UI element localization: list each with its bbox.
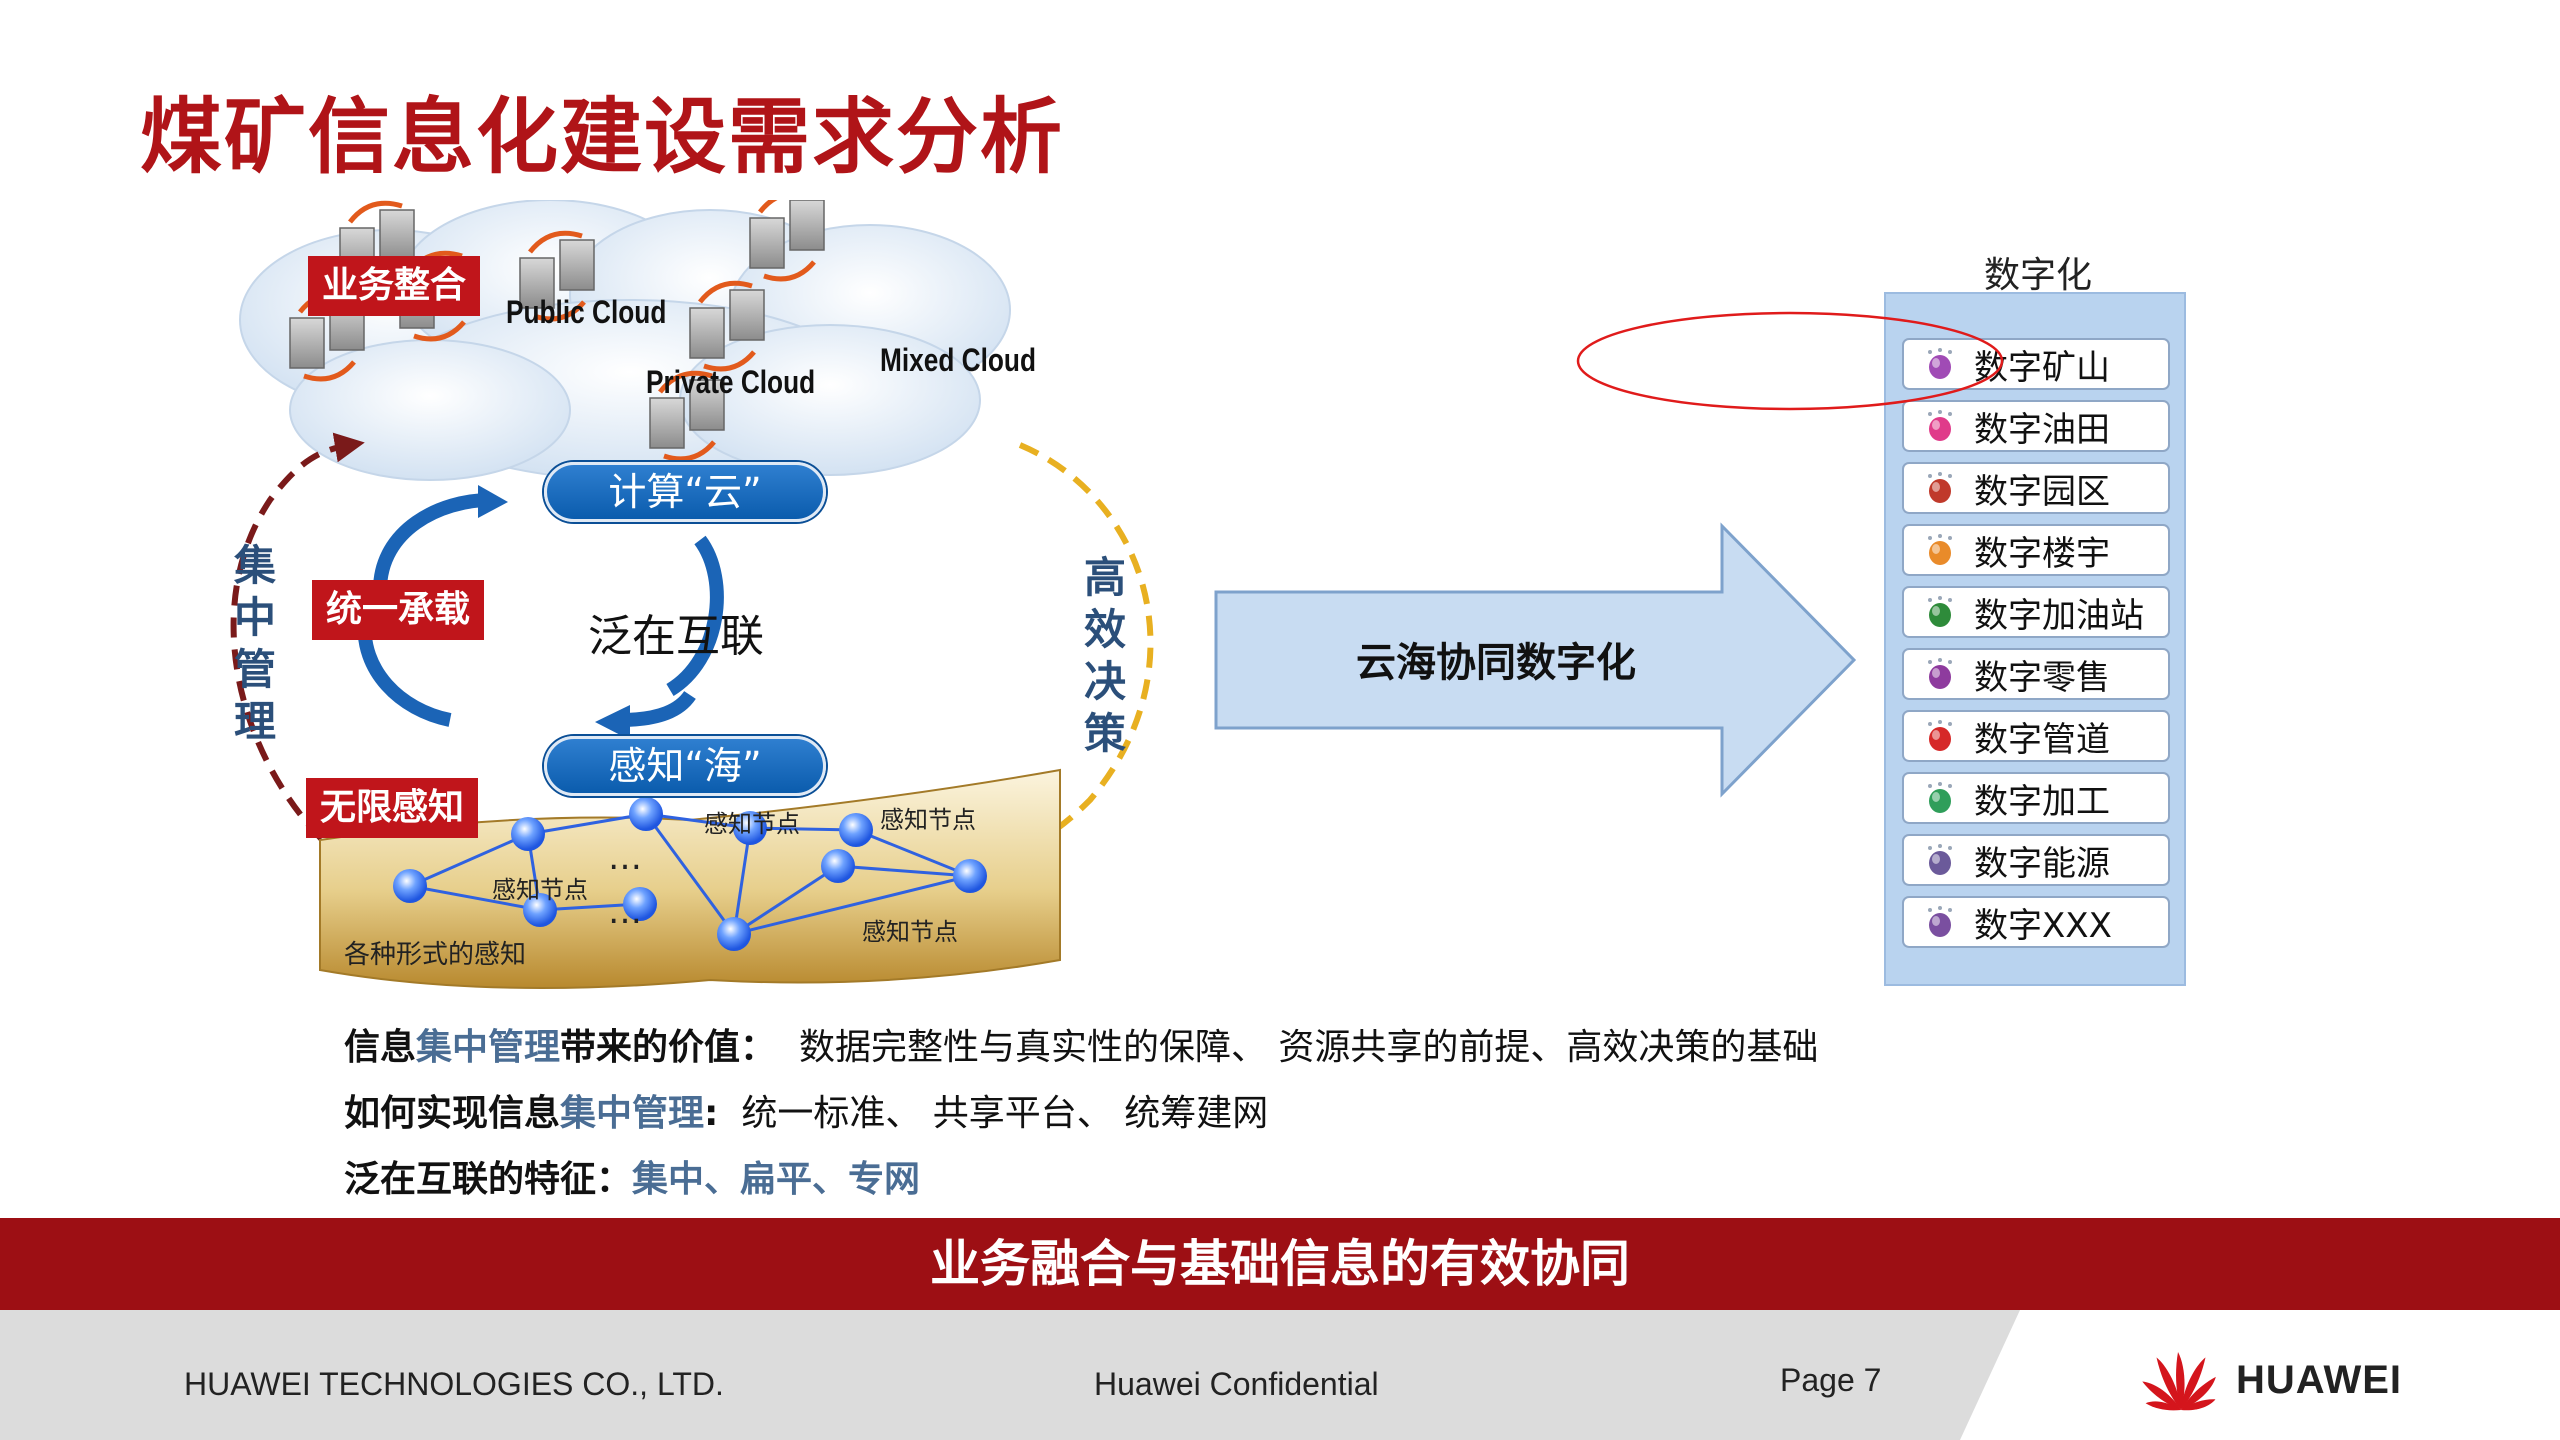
sensing-node-label: 感知节点 bbox=[880, 806, 976, 834]
huawei-flower-icon bbox=[2142, 1352, 2216, 1411]
digital-list-label: 数字能源 bbox=[1974, 843, 2110, 884]
digital-list-item[interactable]: 数字油田 bbox=[1902, 400, 2170, 452]
tag-business-integration: 业务整合 bbox=[308, 256, 481, 316]
collaboration-arrow: 云海协同数字化 bbox=[1210, 520, 1860, 800]
network-link bbox=[527, 812, 647, 836]
industry-icon bbox=[1924, 472, 1956, 504]
network-link bbox=[732, 827, 752, 935]
centralized-management-label: 集中管理 bbox=[233, 541, 276, 746]
tag-unified-bearing: 统一承载 bbox=[312, 580, 485, 640]
sensing-node bbox=[953, 859, 987, 893]
page-title: 煤矿信息化建设需求分析 bbox=[140, 90, 1065, 185]
diagram-graphics bbox=[230, 200, 1154, 989]
cloud-network-diagram: 业务整合 统一承载 无限感知 Public Cloud Private Clou… bbox=[190, 200, 1230, 1000]
digital-list-label: 数字零售 bbox=[1974, 657, 2110, 698]
digital-list-item[interactable]: 数字加工 bbox=[1902, 772, 2170, 824]
footer-confidential: Huawei Confidential bbox=[1094, 1366, 1379, 1402]
server-icon bbox=[649, 370, 725, 462]
sensing-node-label: 感知节点 bbox=[704, 810, 800, 838]
digital-list-item[interactable]: 数字XXX bbox=[1902, 896, 2170, 948]
sensing-node bbox=[821, 849, 855, 883]
network-link bbox=[733, 874, 971, 936]
industry-icon bbox=[1924, 844, 1956, 876]
network-link bbox=[837, 864, 971, 878]
sensing-node-label: 感知节点 bbox=[492, 876, 588, 904]
ground-label: 各种形式的感知 bbox=[344, 940, 527, 970]
footer-page: Page 7 bbox=[1780, 1362, 1882, 1398]
digital-list-item[interactable]: 数字楼宇 bbox=[1902, 524, 2170, 576]
industry-icon bbox=[1924, 906, 1956, 938]
sensing-node bbox=[733, 811, 767, 845]
network-link bbox=[749, 826, 857, 832]
digital-list-label: 数字加工 bbox=[1974, 781, 2110, 822]
digital-list-item[interactable]: 数字管道 bbox=[1902, 710, 2170, 762]
digital-list-item[interactable]: 数字矿山 bbox=[1902, 338, 2170, 390]
industry-icon bbox=[1924, 348, 1956, 380]
digital-list-item[interactable]: 数字零售 bbox=[1902, 648, 2170, 700]
network-link bbox=[645, 812, 751, 830]
server-icon bbox=[689, 280, 765, 372]
ubiquitous-interconnect-label: 泛在互联 bbox=[588, 611, 764, 662]
digital-list-label: 数字楼宇 bbox=[1974, 533, 2110, 574]
left-dashed-arrow bbox=[230, 432, 372, 883]
info-line-value: 信息集中管理带来的价值： 数据完整性与真实性的保障、 资源共享的前提、高效决策的… bbox=[344, 1027, 1819, 1068]
digital-list-item[interactable]: 数字能源 bbox=[1902, 834, 2170, 886]
private-cloud-label: Private Cloud bbox=[646, 364, 816, 400]
digital-list-label: 数字加油站 bbox=[1974, 595, 2144, 636]
digital-list-label: 数字油田 bbox=[1974, 409, 2110, 450]
industry-icon bbox=[1924, 596, 1956, 628]
network-link bbox=[733, 864, 839, 936]
info-line-feature: 泛在互联的特征：集中、扁平、专网 bbox=[344, 1159, 921, 1200]
server-icon bbox=[519, 230, 595, 322]
digital-list-item[interactable]: 数字加油站 bbox=[1902, 586, 2170, 638]
public-cloud-label: Public Cloud bbox=[506, 294, 667, 330]
digital-list-item[interactable]: 数字园区 bbox=[1902, 462, 2170, 514]
banner-text: 业务融合与基础信息的有效协同 bbox=[930, 1235, 1630, 1293]
arrow-label: 云海协同数字化 bbox=[1356, 640, 1636, 686]
network-link bbox=[855, 828, 971, 878]
network-link bbox=[409, 884, 541, 912]
mixed-cloud-label: Mixed Cloud bbox=[880, 342, 1036, 378]
sensing-node bbox=[623, 887, 657, 921]
sensing-sea-pill: 感知“海” bbox=[544, 736, 826, 796]
ellipsis-label: … bbox=[608, 838, 642, 878]
industry-icon bbox=[1924, 658, 1956, 690]
digital-list-label: 数字矿山 bbox=[1974, 347, 2110, 388]
digital-heading: 数字化 bbox=[1984, 255, 2093, 296]
efficient-decision-label: 高效决策 bbox=[1083, 553, 1126, 758]
tag-unlimited-sensing: 无限感知 bbox=[306, 778, 479, 838]
huawei-logo: HUAWEI bbox=[2136, 1340, 2416, 1420]
digital-list-label: 数字管道 bbox=[1974, 719, 2110, 760]
industry-icon bbox=[1924, 410, 1956, 442]
sensing-node bbox=[523, 893, 557, 927]
sensing-node bbox=[717, 917, 751, 951]
sensing-node bbox=[511, 817, 545, 851]
digital-list-label: 数字园区 bbox=[1974, 471, 2110, 512]
server-icon bbox=[749, 200, 825, 282]
sensing-node bbox=[839, 813, 873, 847]
compute-cloud-pill: 计算“云” bbox=[544, 462, 826, 522]
footer: HUAWEI TECHNOLOGIES CO., LTD. Huawei Con… bbox=[0, 1310, 2560, 1440]
info-line-how: 如何实现信息集中管理: 统一标准、 共享平台、 统筹建网 bbox=[344, 1093, 1269, 1134]
sensing-node bbox=[629, 797, 663, 831]
footer-company: HUAWEI TECHNOLOGIES CO., LTD. bbox=[184, 1366, 724, 1402]
network-link bbox=[644, 813, 736, 935]
highlight-ellipse bbox=[1576, 311, 2004, 411]
industry-icon bbox=[1924, 782, 1956, 814]
sensing-node bbox=[393, 869, 427, 903]
industry-icon bbox=[1924, 720, 1956, 752]
ellipsis-label: … bbox=[608, 892, 642, 932]
sensing-ground bbox=[319, 768, 1061, 989]
network-link bbox=[409, 832, 529, 888]
digital-list-label: 数字XXX bbox=[1974, 905, 2112, 946]
industry-icon bbox=[1924, 534, 1956, 566]
sensing-node-label: 感知节点 bbox=[862, 918, 958, 946]
bottom-banner: 业务融合与基础信息的有效协同 bbox=[0, 1218, 2560, 1310]
huawei-logo-text: HUAWEI bbox=[2236, 1358, 2402, 1402]
